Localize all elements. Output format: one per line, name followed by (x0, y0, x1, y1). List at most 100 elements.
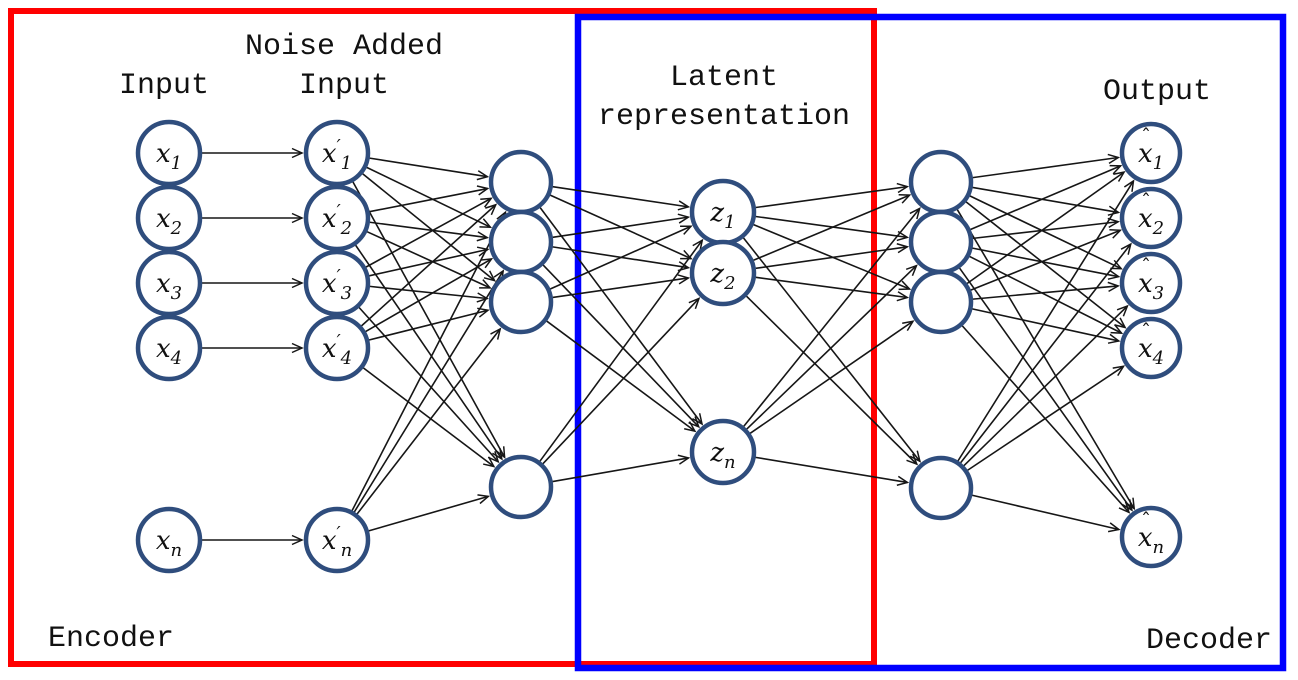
edge-hidden1-to-latent (552, 185, 691, 211)
edge-hidden2-to-output (972, 247, 1121, 280)
edge-hidden2-to-output (957, 179, 1135, 462)
edge-hidden2-to-output (956, 209, 1136, 511)
node-label-noise-1: x′1 (322, 136, 352, 174)
edge-noise-to-hidden1 (369, 246, 490, 277)
node-noise-2 (303, 184, 371, 252)
decoder-label: Decoder (1146, 624, 1272, 658)
node-input-3 (135, 249, 203, 317)
output-label: Output (1103, 75, 1211, 109)
node-hidden2-2 (908, 209, 974, 275)
edge-hidden2-to-output (970, 229, 1123, 291)
edge-noise-to-hidden1 (353, 269, 505, 513)
edge-latent-to-hidden2 (755, 456, 910, 486)
node-label-noise-3: x′3 (322, 266, 352, 304)
edge-noise-to-hidden1 (362, 367, 496, 468)
edge-noise-to-hidden1 (369, 285, 489, 303)
edge-hidden1-to-latent (539, 238, 704, 462)
edges (202, 147, 1136, 546)
edge-noise-to-hidden1 (366, 166, 493, 228)
node-label-latent-1: z1 (709, 198, 735, 233)
node-input-2 (135, 184, 203, 252)
node-label-output-4: x4 (1138, 334, 1164, 369)
edge-hidden2-to-output (966, 171, 1126, 285)
edge-latent-to-hidden2 (745, 295, 919, 466)
edge-latent-to-hidden2 (742, 237, 922, 463)
edge-hidden1-to-latent (542, 297, 701, 465)
edge-hidden1-to-latent (552, 213, 691, 239)
edge-noise-to-hidden1 (360, 203, 498, 327)
hat-accent: ˆ (1141, 508, 1151, 532)
edge-hidden2-to-output (960, 242, 1132, 464)
edge-latent-to-hidden2 (749, 320, 915, 434)
node-hidden1-3 (488, 269, 554, 335)
node-label-output-3: x3 (1138, 269, 1164, 304)
edge-noise-to-hidden1 (362, 173, 496, 282)
node-input-4 (135, 314, 203, 382)
hat-accent: ˆ (1141, 254, 1151, 278)
edge-latent-to-hidden2 (753, 194, 912, 262)
node-label-output-2: x2 (1138, 204, 1164, 239)
edge-latent-to-hidden2 (755, 182, 910, 209)
hat-accent: ˆ (1141, 124, 1151, 148)
edge-noise-to-hidden1 (365, 258, 494, 333)
node-latent-2 (689, 239, 757, 307)
node-label-noise-4: x′4 (322, 331, 352, 369)
edge-noise-to-hidden1 (369, 221, 490, 242)
edge-hidden2-to-output (972, 217, 1121, 240)
node-hidden2-1 (908, 149, 974, 215)
edge-latent-to-hidden2 (743, 207, 921, 427)
edge-noise-to-hidden1 (366, 230, 492, 289)
edge-hidden2-to-output (972, 186, 1121, 216)
encoder-label: Encoder (48, 622, 174, 656)
node-label-output-1: x1 (1138, 139, 1164, 174)
node-hidden1-4 (488, 454, 554, 520)
edge-latent-to-hidden2 (746, 264, 918, 430)
edge-noise-to-hidden1 (365, 197, 493, 268)
noise-label-line1: Noise Added (245, 30, 443, 64)
node-label-input-n: xn (156, 526, 182, 561)
node-label-latent-2: z2 (709, 259, 735, 294)
edge-noise-to-hidden1 (368, 307, 490, 341)
node-label-input-3: x3 (156, 269, 182, 304)
edge-hidden2-to-output (970, 164, 1123, 231)
node-label-latent-n: zn (709, 438, 735, 473)
edge-latent-to-hidden2 (755, 276, 910, 302)
node-hidden2-3 (908, 269, 974, 335)
edge-noise-to-hidden1 (369, 157, 490, 181)
edge-hidden2-to-output (967, 365, 1126, 471)
edge-noise-to-hidden1 (358, 306, 500, 464)
hat-accent: ˆ (1141, 319, 1151, 343)
node-hidden2-4 (908, 455, 974, 521)
edge-noise-to-hidden1 (354, 244, 503, 461)
edge-hidden2-to-output (972, 153, 1121, 179)
node-noise-3 (303, 249, 371, 317)
node-label-input-4: x4 (156, 334, 182, 369)
node-hidden1-2 (488, 209, 554, 275)
node-label-noise-n: x′n (322, 523, 352, 561)
edge-hidden1-to-latent (546, 320, 697, 433)
edge-hidden1-to-latent (552, 454, 691, 483)
edge-hidden1-to-latent (549, 225, 693, 290)
node-output-3 (1119, 251, 1183, 315)
edge-hidden2-to-output (971, 494, 1121, 533)
node-output-n (1119, 505, 1183, 569)
node-latent-n (689, 418, 757, 486)
edge-hidden2-to-output (969, 195, 1123, 270)
node-label-noise-2: x′2 (322, 201, 352, 239)
edge-noise-to-hidden1 (352, 181, 506, 459)
latent-label-line1: Latent (670, 61, 778, 95)
edge-hidden2-to-output (972, 308, 1121, 344)
node-noise-4 (303, 314, 371, 382)
edge-hidden2-to-output (958, 267, 1133, 512)
node-label-input-2: x2 (156, 204, 182, 239)
edge-latent-to-hidden2 (755, 243, 910, 270)
encoder-box (8, 8, 877, 667)
node-output-2 (1119, 186, 1183, 250)
edge-hidden2-to-output (965, 201, 1127, 329)
node-input-1 (135, 119, 203, 187)
edge-noise-to-hidden1 (369, 185, 490, 213)
node-label-output-n: xn (1138, 523, 1164, 558)
node-noise-1 (303, 119, 371, 187)
